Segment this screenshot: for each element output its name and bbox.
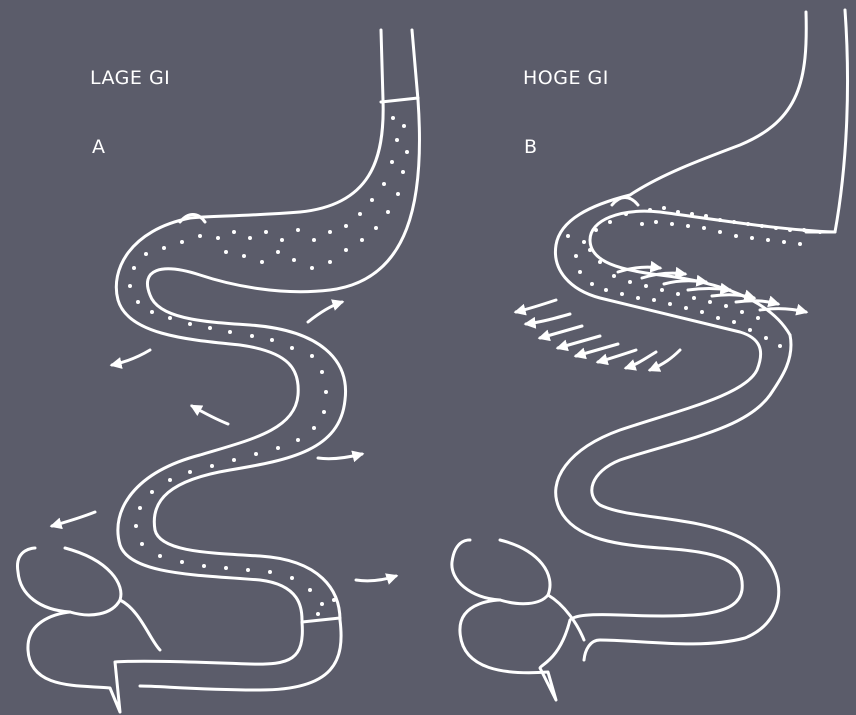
panel-a-particles	[128, 116, 409, 616]
panel-a-gut	[17, 30, 419, 712]
panel-b-arrows	[516, 267, 806, 370]
